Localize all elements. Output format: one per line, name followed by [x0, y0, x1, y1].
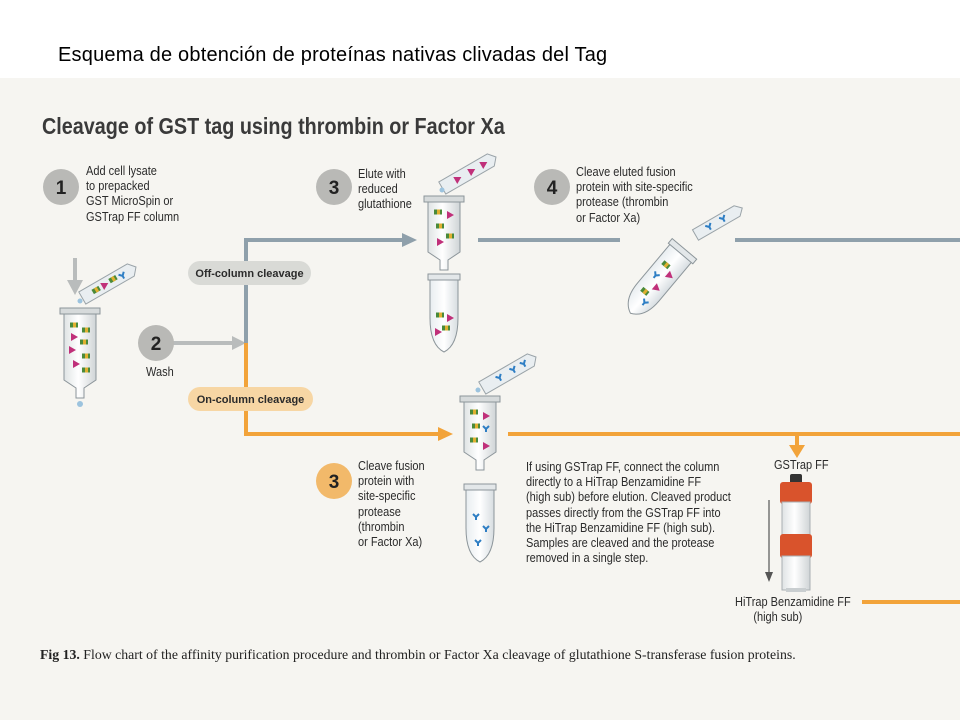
on-column-pill: On-column cleavage — [188, 387, 313, 411]
step3-on-label: Cleave fusion protein with site-specific… — [358, 459, 425, 550]
column-cap — [790, 474, 802, 484]
tube-step4-illustration — [627, 205, 743, 315]
figure-caption: Fig 13. Flow chart of the affinity purif… — [40, 645, 880, 664]
gstrap-label: GSTrap FF — [774, 458, 829, 472]
caption-text: Flow chart of the affinity purification … — [79, 647, 796, 662]
step1-label: Add cell lysate to prepacked GST MicroSp… — [86, 164, 180, 224]
svg-text:2: 2 — [151, 334, 162, 355]
caption-label: Fig 13. — [40, 647, 80, 662]
step2-label: Wash — [146, 365, 174, 379]
step3-off-circle: 3 — [316, 169, 352, 205]
hitrap-ring — [780, 534, 812, 558]
column-step3-on-illustration — [459, 353, 537, 563]
step1-circle: 1 — [43, 169, 79, 205]
step4-circle: 4 — [534, 169, 570, 205]
off-column-arrowhead — [402, 233, 417, 247]
step2-circle: 2 — [138, 325, 174, 361]
on-column-flow — [244, 343, 960, 604]
gstrap-drop-head — [789, 445, 805, 458]
step4-label: Cleave eluted fusion protein with site-s… — [576, 165, 693, 225]
svg-text:3: 3 — [329, 178, 340, 199]
gstrap-hitrap-column — [765, 474, 812, 592]
off-column-flow — [67, 233, 960, 350]
hitrap-label: HiTrap Benzamidine FF (high sub) — [735, 595, 851, 625]
column-step1-illustration — [59, 263, 137, 407]
svg-text:1: 1 — [56, 178, 67, 199]
slide-title: Esquema de obtención de proteínas nativa… — [58, 44, 608, 66]
gstrap-note: If using GSTrap FF, connect the column d… — [526, 460, 731, 566]
figure-title: Cleavage of GST tag using thrombin or Fa… — [42, 113, 505, 139]
off-column-pill: Off-column cleavage — [188, 261, 311, 285]
step3-off-label: Elute with reduced glutathione — [358, 167, 412, 212]
on-column-pill-label: On-column cleavage — [197, 394, 305, 406]
svg-text:4: 4 — [547, 178, 558, 199]
off-column-pill-label: Off-column cleavage — [195, 268, 303, 280]
gstrap-top-ring — [780, 482, 812, 504]
wash-arrow-head — [232, 336, 246, 350]
column-step3-off-illustration — [423, 153, 497, 353]
svg-text:3: 3 — [329, 472, 340, 493]
on-column-arrowhead — [438, 427, 453, 441]
load-arrow-head — [67, 280, 83, 295]
step3-on-circle: 3 — [316, 463, 352, 499]
